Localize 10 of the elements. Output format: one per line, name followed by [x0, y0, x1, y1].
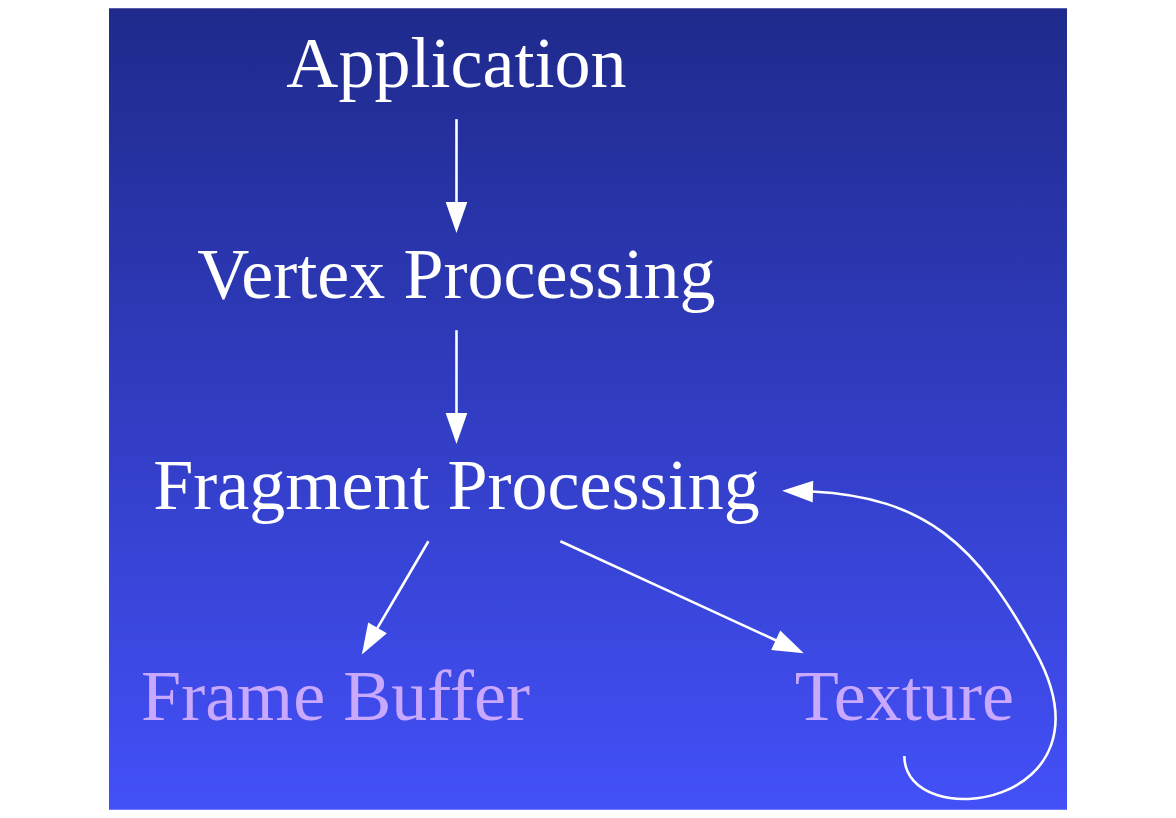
arrow: [559, 540, 804, 654]
node-text: Vertex Processing: [197, 233, 716, 314]
arrow: [445, 330, 468, 444]
node-text: Application: [286, 22, 627, 103]
node-text: Texture: [794, 655, 1014, 736]
arrow: [445, 119, 468, 233]
node-text: Frame Buffer: [141, 655, 530, 736]
arrow: [782, 480, 1057, 800]
arrow: [361, 540, 430, 655]
node-text: Fragment Processing: [153, 444, 760, 525]
